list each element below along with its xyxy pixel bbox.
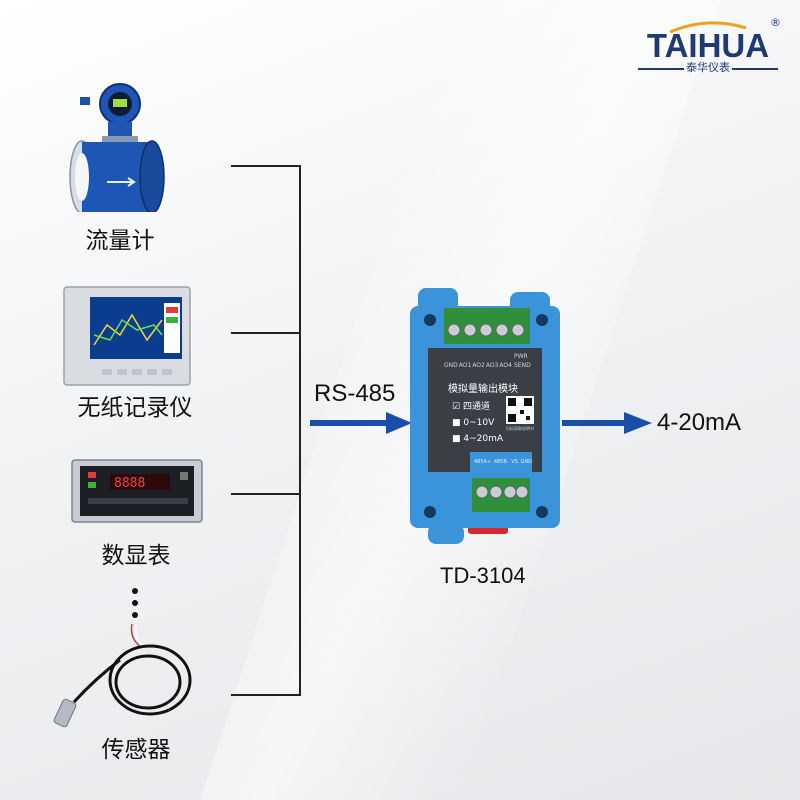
terminal-label: 485B- [493, 459, 509, 465]
logo-swoosh-icon [669, 21, 747, 34]
bottom-terminal-label-row: 485A+ 485B- VS GND [474, 458, 532, 466]
terminal-label: AO1 [458, 362, 472, 369]
option-voltage: ■ 0~10V [452, 418, 495, 428]
option-current: ■ 4~20mA [452, 434, 504, 444]
brand-logo: TAIHUA ® 泰华仪表 [638, 16, 781, 75]
bus-bracket-tick-2 [231, 332, 301, 334]
brand-rule-right [732, 68, 778, 70]
more-devices-ellipsis-icon [132, 588, 138, 618]
module-panel-title: 模拟量输出模块 [448, 384, 518, 395]
terminal-label: AO4 [499, 362, 512, 369]
checked-box-icon: ☑ [452, 402, 461, 412]
terminal-label: AO3 [485, 362, 499, 369]
digital-display-meter-icon: 8888 [71, 459, 203, 523]
device-label-sensor: 传感器 [101, 737, 171, 763]
pressure-sensor-icon [53, 623, 192, 728]
terminal-label: AO2 [472, 362, 485, 369]
unchecked-box-icon: ■ [452, 434, 461, 444]
svg-text:8888: 8888 [114, 476, 145, 491]
led-labels: PWR SEND [514, 352, 531, 370]
device-label-display-meter: 数显表 [101, 543, 171, 569]
registered-mark: ® [770, 16, 781, 29]
led-label-pwr: PWR [514, 353, 528, 360]
qr-caption: 扫码获取说明书 [506, 426, 534, 431]
device-label-flowmeter: 流量计 [85, 228, 155, 254]
terminal-label: 485A+ [474, 459, 492, 465]
device-label-recorder: 无纸记录仪 [77, 395, 193, 421]
terminal-label: GND [520, 459, 532, 465]
bus-bracket-vertical [299, 165, 301, 695]
paperless-recorder-icon [63, 286, 191, 386]
input-arrow-icon [310, 412, 412, 434]
led-label-send: SEND [514, 362, 531, 369]
flowmeter-icon [69, 83, 165, 212]
option-four-channel: ☑ 四通道 [452, 402, 490, 412]
module-options: ☑ 四通道 ■ 0~10V ■ 4~20mA [452, 399, 503, 447]
unchecked-box-icon: ■ [452, 418, 461, 428]
brand-name: TAIHUA [646, 27, 770, 64]
bus-bracket-tick-4 [231, 694, 301, 696]
output-signal-label: 4-20mA [657, 409, 742, 436]
bus-bracket-tick-3 [231, 493, 301, 495]
bus-bracket-tick-1 [231, 165, 301, 167]
top-terminal-label-row: GND AO1 AO2 AO3 AO4 [444, 362, 512, 370]
module-model-label: TD-3104 [440, 563, 526, 588]
input-signal-label: RS-485 [314, 380, 396, 407]
brand-subtitle: 泰华仪表 [686, 61, 730, 74]
output-arrow-icon [562, 412, 652, 434]
analog-output-module [410, 288, 560, 544]
terminal-label: GND [444, 362, 458, 369]
brand-rule-left [638, 68, 684, 70]
terminal-label: VS [511, 459, 518, 465]
